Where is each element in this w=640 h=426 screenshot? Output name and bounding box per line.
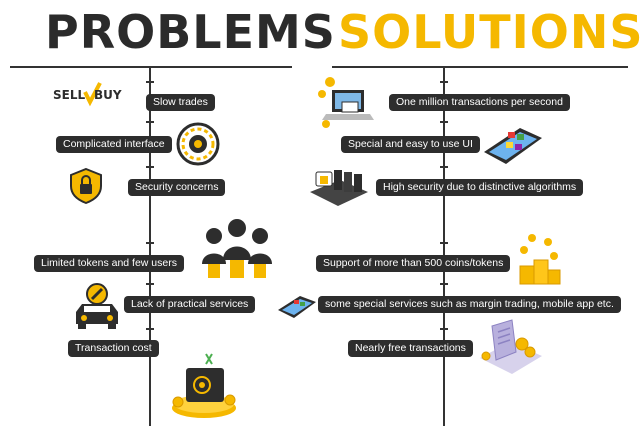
problem-transaction-cost: Transaction cost (68, 340, 159, 357)
solution-easy-ui: Special and easy to use UI (341, 136, 480, 153)
solution-free-transactions: Nearly free transactions (348, 340, 473, 357)
timeline-tick (146, 328, 154, 330)
svg-text:BUY: BUY (94, 88, 122, 102)
problem-lack-of-services: Lack of practical services (124, 296, 256, 313)
problem-complicated-interface: Complicated interface (56, 136, 172, 153)
dial-icon (176, 122, 220, 166)
solutions-divider (332, 66, 628, 68)
svg-text:SELL: SELL (53, 88, 85, 102)
coin-stacks-icon (514, 232, 564, 288)
safe-coins-icon (168, 350, 240, 420)
problem-limited-tokens: Limited tokens and few users (34, 255, 184, 272)
timeline-tick (440, 242, 448, 244)
solutions-heading: SOLUTIONS (338, 5, 640, 59)
solution-500-coins: Support of more than 500 coins/tokens (316, 255, 511, 272)
receipt-coins-icon (470, 318, 546, 376)
timeline-tick (146, 283, 154, 285)
server-security-icon (306, 162, 372, 208)
timeline-tick (440, 283, 448, 285)
timeline-tick (146, 81, 154, 83)
problem-security-concerns: Security concerns (128, 179, 226, 196)
problems-heading: PROBLEMS (45, 5, 336, 59)
phone-apps-icon (480, 122, 546, 170)
solutions-timeline (443, 67, 445, 426)
timeline-tick (146, 242, 154, 244)
problems-divider (10, 66, 292, 68)
car-wrench-icon (70, 282, 124, 330)
timeline-tick (440, 81, 448, 83)
solution-special-services: some special services such as margin tra… (318, 296, 621, 313)
sell-buy-logo: SELL BUY (52, 80, 122, 110)
timeline-tick (440, 166, 448, 168)
solution-million-tps: One million transactions per second (389, 94, 570, 111)
timeline-tick (440, 328, 448, 330)
shield-lock-icon (70, 167, 102, 205)
solution-high-security: High security due to distinctive algorit… (376, 179, 584, 196)
timeline-tick (146, 166, 154, 168)
users-icon (200, 218, 274, 280)
problems-timeline (149, 67, 151, 426)
timeline-tick (146, 121, 154, 123)
phone-services-icon (276, 292, 318, 322)
problem-slow-trades: Slow trades (146, 94, 215, 111)
laptop-payment-icon (312, 74, 384, 132)
timeline-tick (440, 121, 448, 123)
